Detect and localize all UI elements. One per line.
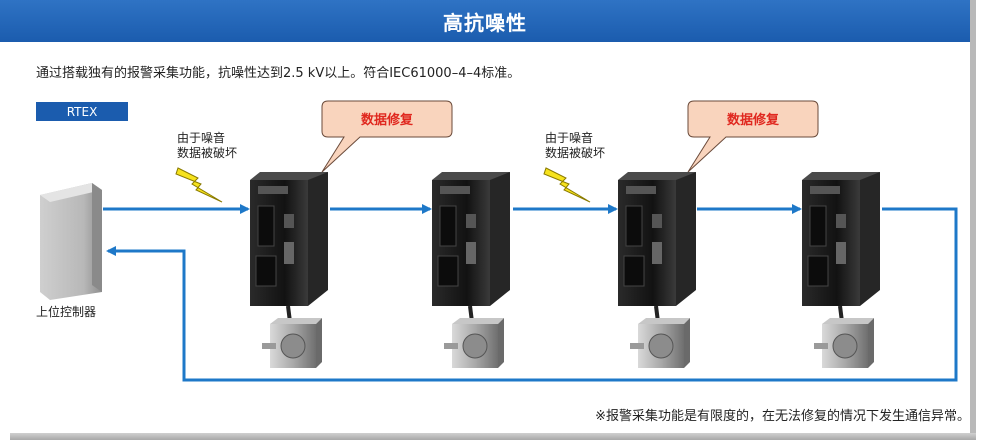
servo-motor-icon (262, 318, 322, 368)
host-label: 上位控制器 (36, 303, 96, 320)
noise-label-left-line1: 由于噪音 (177, 131, 237, 146)
motor-cables (288, 306, 842, 322)
servo-motor-icon (630, 318, 690, 368)
footnote: ※报警采集功能是有限度的，在无法修复的情况下发生通信异常。 (595, 405, 970, 424)
callout-left-text: 数据修复 (327, 109, 447, 128)
noise-label-right-line2: 数据被破坏 (545, 146, 605, 161)
host-controller-icon (40, 183, 102, 300)
noise-label-right-line1: 由于噪音 (545, 131, 605, 146)
lightning-bolt-icon (176, 168, 222, 202)
noise-label-right: 由于噪音 数据被破坏 (545, 131, 605, 161)
noise-label-left: 由于噪音 数据被破坏 (177, 131, 237, 161)
servo-motor-icon (814, 318, 874, 368)
noise-label-left-line2: 数据被破坏 (177, 146, 237, 161)
servo-driver-icon (618, 172, 696, 306)
servo-driver-icon (802, 172, 880, 306)
lightning-bolt-icon (544, 168, 590, 202)
servo-driver-icon (432, 172, 510, 306)
callout-right-text: 数据修复 (693, 109, 813, 128)
servo-motor-icon (444, 318, 504, 368)
servo-driver-icon (250, 172, 328, 306)
